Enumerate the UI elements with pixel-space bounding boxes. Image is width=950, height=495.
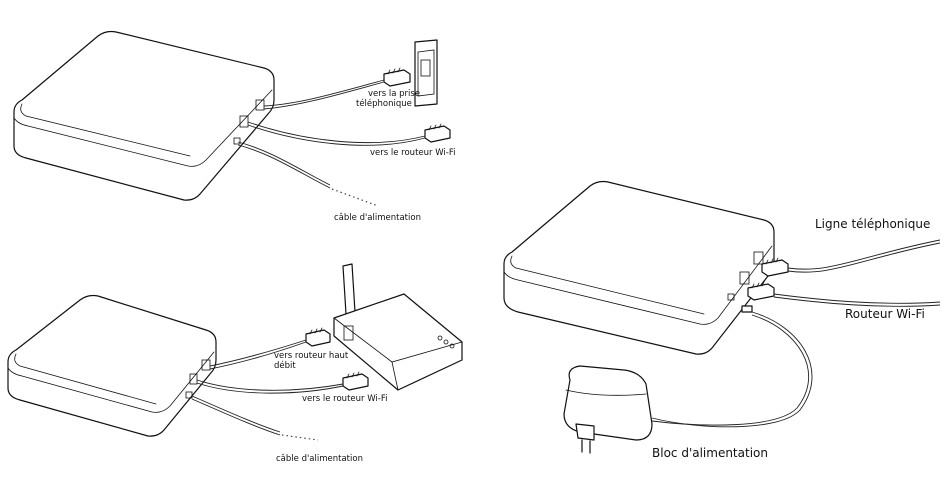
label-phone-jack-line1: vers la prise — [368, 89, 420, 99]
label-wifi-router-bottom: vers le routeur Wi-Fi — [302, 394, 388, 404]
broadband-router — [334, 264, 462, 390]
rj45-plug-broadband — [306, 328, 330, 346]
label-wifi-router-top: vers le routeur Wi-Fi — [370, 148, 456, 158]
label-wifi-router-right: Routeur Wi-Fi — [845, 307, 925, 321]
power-connector-right — [742, 306, 752, 312]
diagram-right: Ligne téléphonique Routeur Wi-Fi Bloc d'… — [504, 182, 940, 461]
rj45-plug-wifi-bottom — [343, 372, 368, 390]
modem-box-top-left — [14, 32, 274, 201]
wifi-router-cable — [774, 294, 940, 303]
power-brick — [564, 366, 652, 453]
phone-line-cable — [788, 240, 940, 269]
label-power-cable-top: câble d'alimentation — [334, 213, 421, 223]
label-phone-line: Ligne téléphonique — [815, 217, 930, 231]
rj45-plug-wifi — [425, 124, 450, 142]
modem-box-bottom-left — [8, 296, 216, 437]
label-broadband-line2: débit — [274, 360, 296, 371]
diagram-bottom-left: vers routeur haut débit vers le routeur … — [8, 264, 462, 464]
label-power-brick: Bloc d'alimentation — [652, 446, 768, 460]
label-power-cable-bottom: câble d'alimentation — [276, 454, 363, 464]
diagram-top-left: vers la prise téléphonique vers le route… — [14, 32, 456, 224]
rj11-plug-phone — [384, 68, 410, 86]
modem-box-right — [504, 182, 774, 355]
wifi-cable — [248, 122, 425, 143]
label-phone-jack-line2: téléphonique — [356, 98, 412, 109]
label-broadband-line1: vers routeur haut — [274, 351, 349, 361]
